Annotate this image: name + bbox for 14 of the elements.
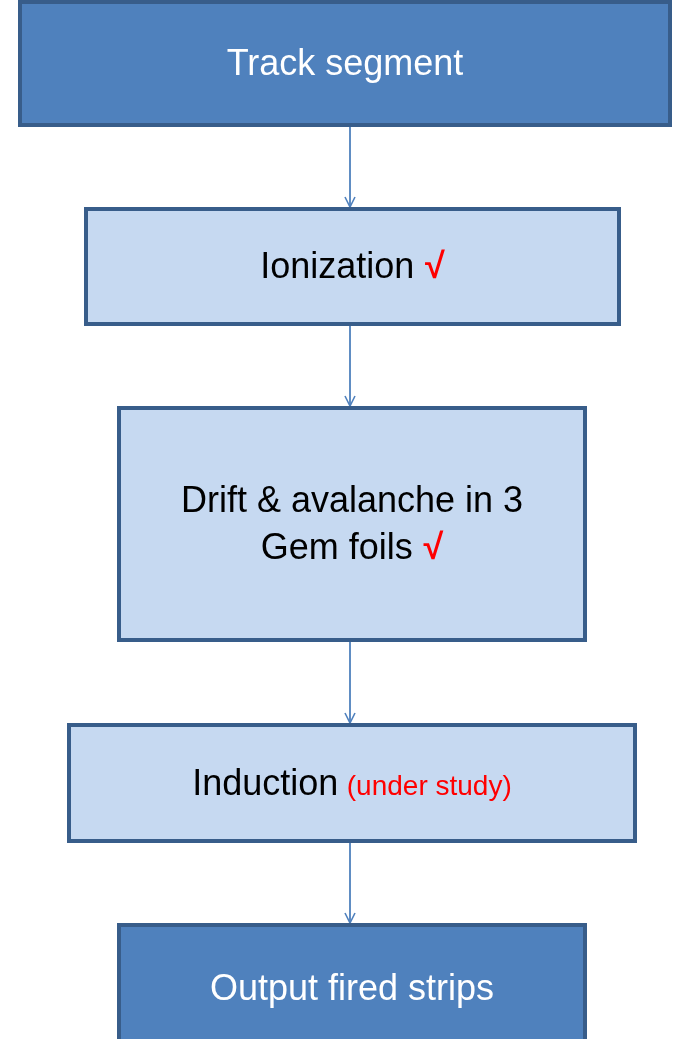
box-label: Track segment: [226, 41, 464, 86]
box-label: Output fired strips: [209, 965, 495, 1010]
process-box: [84, 207, 621, 326]
arrow: [344, 842, 356, 924]
box-label: Drift & avalanche in 3 Gem foils √: [179, 478, 525, 569]
arrow: [344, 325, 356, 407]
process-box: [67, 723, 637, 843]
box-label: Ionization √: [260, 244, 445, 289]
terminal-box: [18, 0, 672, 127]
box-label: Induction (under study): [192, 760, 512, 805]
arrow: [344, 126, 356, 208]
process-box: [117, 406, 587, 642]
arrow: [344, 641, 356, 724]
terminal-box: [117, 923, 587, 1039]
